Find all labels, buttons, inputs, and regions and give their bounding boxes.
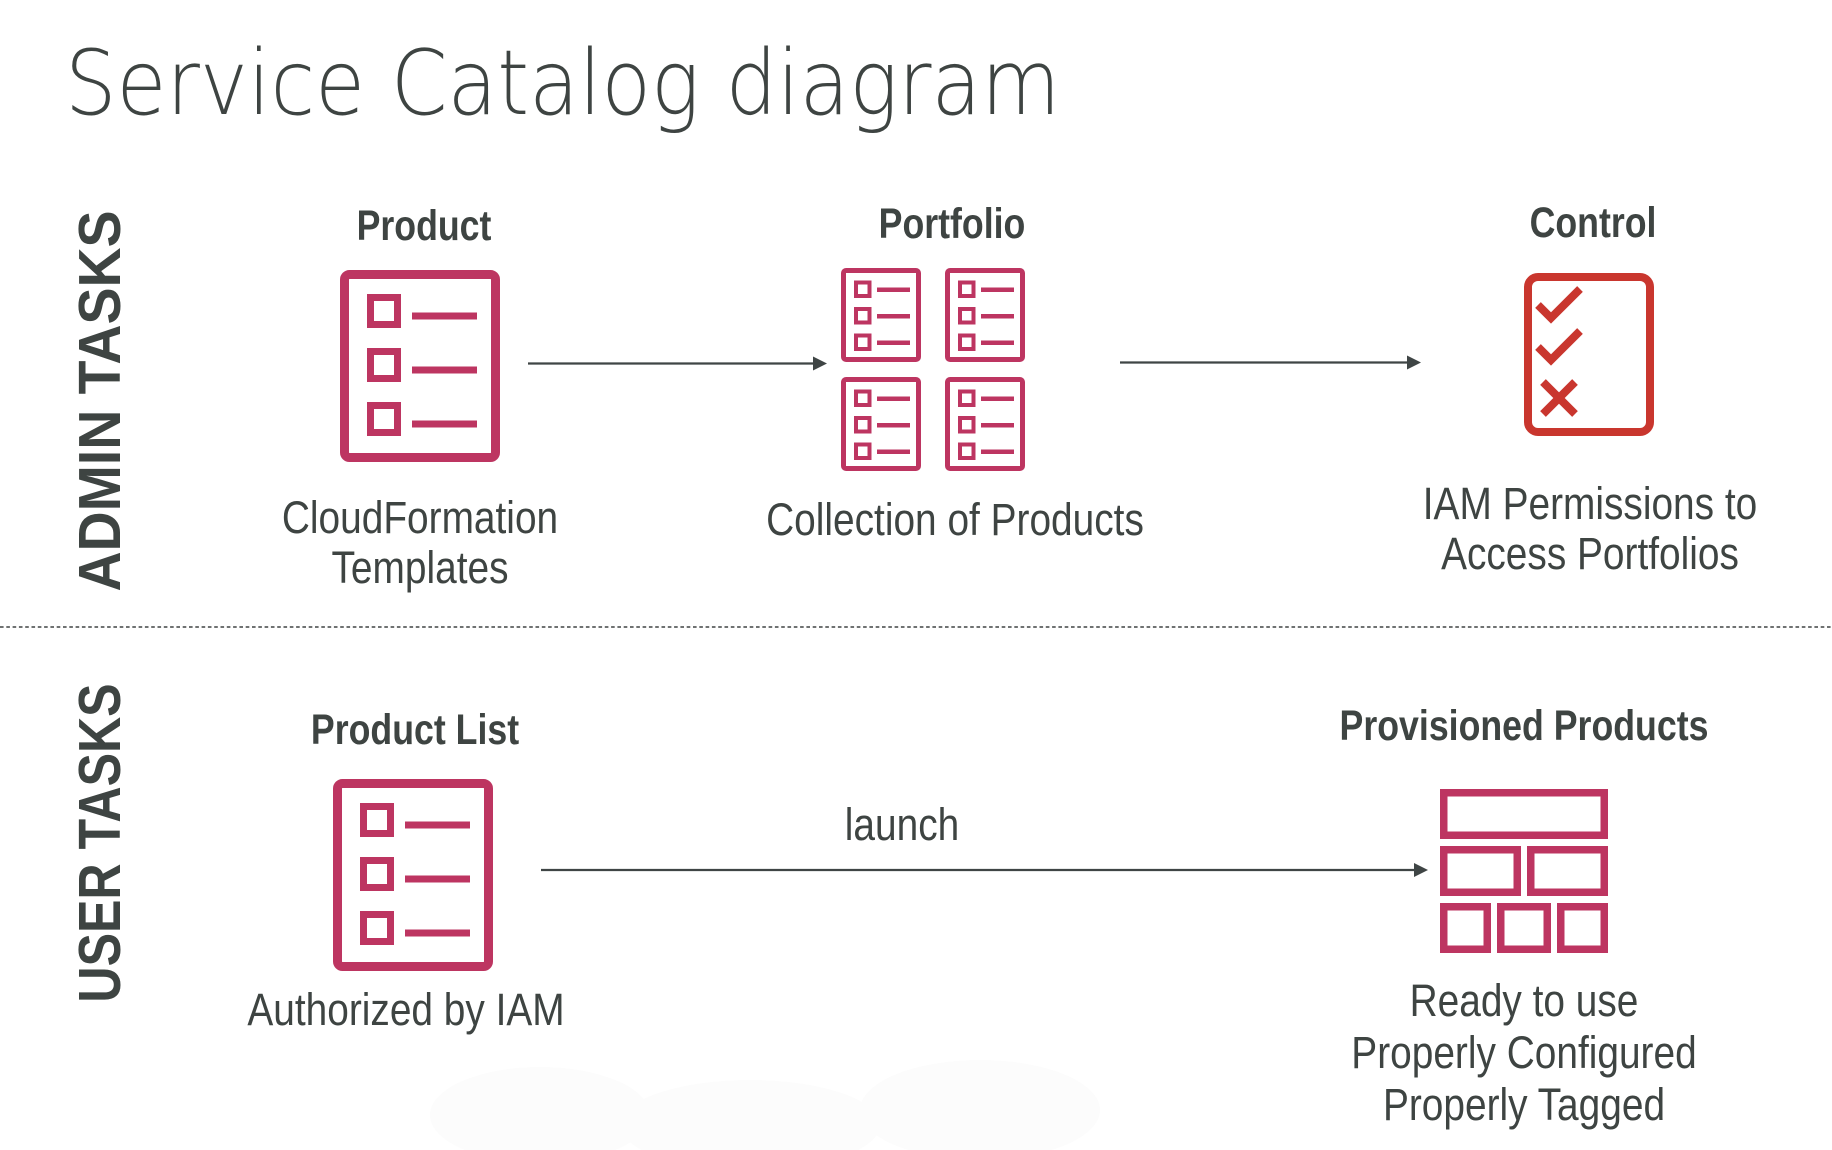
launch-arrow <box>541 863 1428 877</box>
watermark-blob <box>430 1060 1100 1150</box>
admin-user-divider <box>0 626 1832 628</box>
product-caption: CloudFormation Templates <box>281 492 559 593</box>
user-tasks-band-label: USER TASKS <box>67 683 133 1003</box>
provisioned-products-bricks-icon <box>1440 789 1608 953</box>
portfolio-to-control-arrow <box>1120 355 1421 370</box>
portfolio-document-grid-icon <box>841 268 1025 471</box>
control-caption: IAM Permissions to Access Portfolios <box>1422 478 1758 579</box>
product-list-label: Product List <box>310 706 520 754</box>
product-list-document-icon <box>333 779 493 971</box>
product-list-caption: Authorized by IAM <box>247 984 565 1035</box>
admin-tasks-band-label: ADMIN TASKS <box>67 210 133 592</box>
provisioned-products-label: Provisioned Products <box>1339 702 1709 750</box>
product-document-list-icon <box>340 270 500 462</box>
product-to-portfolio-arrow <box>528 356 827 371</box>
product-label: Product <box>356 202 492 250</box>
launch-arrow-label: launch <box>844 799 960 850</box>
portfolio-label: Portfolio <box>878 200 1026 248</box>
portfolio-caption: Collection of Products <box>766 494 1144 545</box>
control-checklist-icon <box>1524 273 1654 436</box>
provisioned-products-caption: Ready to use Properly Configured Properl… <box>1351 975 1697 1130</box>
control-label: Control <box>1529 199 1657 247</box>
page-title: Service Catalog diagram <box>65 31 1061 136</box>
